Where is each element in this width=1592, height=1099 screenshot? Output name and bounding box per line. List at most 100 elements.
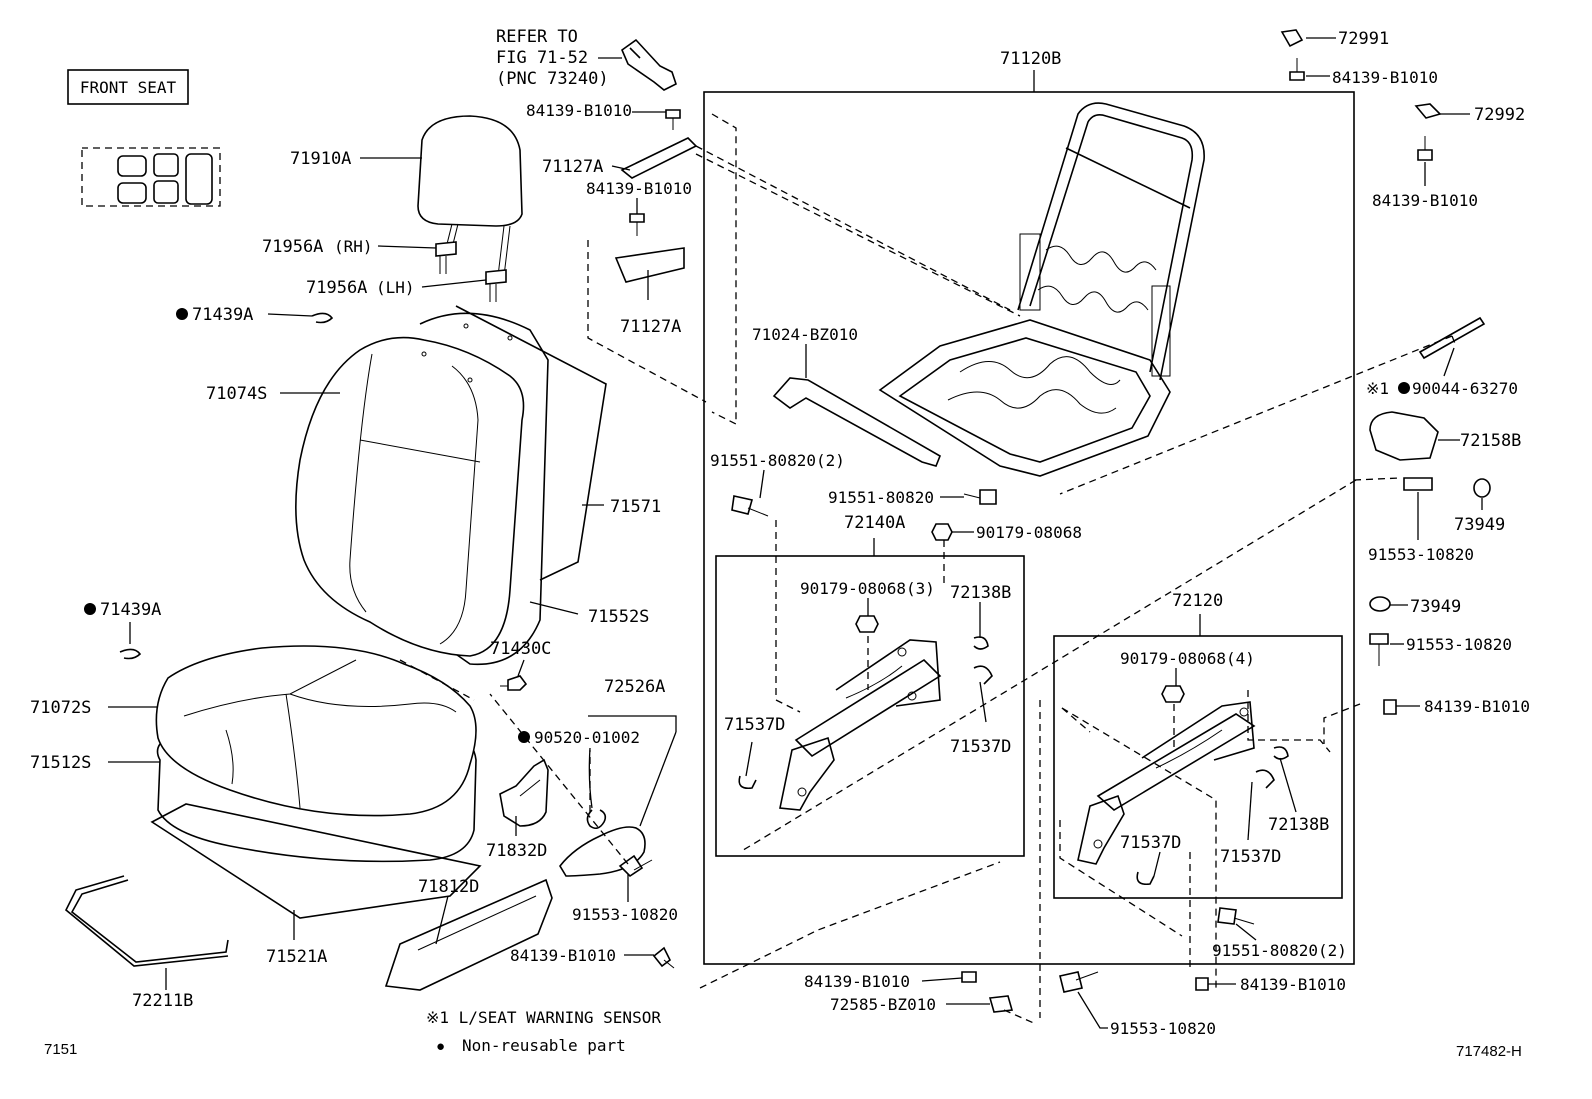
nonreusable-dot-1 <box>176 308 188 320</box>
assembly-dash-lines <box>399 113 1457 1025</box>
label-72991: 72991 <box>1338 29 1389 49</box>
shield-71812D-illustration <box>384 878 553 991</box>
bolt-91553-icon <box>618 854 653 878</box>
label-lh-suffix: (LH) <box>376 278 415 297</box>
hinge-cover-illustration <box>499 758 549 827</box>
clip-84139-top-icon <box>1289 58 1305 81</box>
label-71910A: 71910A <box>290 149 351 169</box>
part-labels: 71120B 72991 84139-B1010 72992 84139-B10… <box>30 29 1530 1038</box>
label-72158B: 72158B <box>1460 431 1521 451</box>
label-84139-g: 84139-B1010 <box>1240 975 1346 994</box>
bolt-91553-b-icon <box>1369 633 1389 666</box>
label-71537D-d: 71537D <box>1220 847 1281 867</box>
label-71127A-b: 71127A <box>620 317 681 337</box>
label-73949-b: 73949 <box>1410 597 1461 617</box>
bracket-71127A-upper-illustration <box>620 137 698 179</box>
bolt-91551-left-icon <box>731 495 769 517</box>
seat-back-sheet-illustration <box>455 305 607 581</box>
label-90044: 90044-63270 <box>1412 379 1518 398</box>
label-71537D-c: 71537D <box>1120 833 1181 853</box>
label-71120B: 71120B <box>1000 49 1061 69</box>
sensor-mark: ※1 <box>1366 379 1389 398</box>
leader-lines <box>108 37 1483 1029</box>
label-71552S: 71552S <box>588 607 649 627</box>
label-90179-c: 90179-08068(4) <box>1120 649 1255 668</box>
label-71430C: 71430C <box>490 639 551 659</box>
bracket-72585-icon <box>988 995 1014 1013</box>
label-71832D: 71832D <box>486 841 547 861</box>
cover-72158B-illustration <box>1369 411 1439 461</box>
cap-73949-b-icon <box>1369 596 1391 612</box>
legend-sensor-note: ※1 L/SEAT WARNING SENSOR <box>426 1008 661 1027</box>
clip-84139-mid-icon <box>629 213 645 236</box>
label-71439A-b: 71439A <box>100 600 161 620</box>
label-71956A-lh: 71956A <box>306 278 367 298</box>
label-72211B: 72211B <box>132 991 193 1011</box>
clip-71537D-b-icon <box>973 665 993 685</box>
cover-hook-icon <box>500 675 528 691</box>
adjuster-72120-illustration <box>1077 701 1256 865</box>
label-71537D-a: 71537D <box>724 715 785 735</box>
label-72526A: 72526A <box>604 677 665 697</box>
label-71024: 71024-BZ010 <box>752 325 858 344</box>
label-72992: 72992 <box>1474 105 1525 125</box>
label-73949-a: 73949 <box>1454 515 1505 535</box>
nut-90179-4-icon <box>1161 685 1185 703</box>
label-72120: 72120 <box>1172 591 1223 611</box>
bracket-71127A-lower-illustration <box>614 247 685 283</box>
seat-location-icon <box>81 147 221 207</box>
bolt-91553-right-icon <box>1403 477 1433 491</box>
legend-nonreusable-mark: ● <box>436 1038 445 1055</box>
hog-ring-icon <box>311 312 334 324</box>
label-90179-a: 90179-08068 <box>976 523 1082 542</box>
label-84139-d: 84139-B1010 <box>586 179 692 198</box>
headrest-support-rh-icon <box>435 241 457 274</box>
nonreusable-dot-4 <box>518 731 530 743</box>
nut-90179-3-icon <box>855 615 879 633</box>
headrest-illustration <box>417 115 523 277</box>
svg-text:FIG 71-52: FIG 71-52 <box>496 48 588 68</box>
nut-90179-icon <box>931 523 953 541</box>
bolt-91553-bottom-icon <box>1059 971 1099 993</box>
spring-72138B-b-icon <box>1273 746 1289 760</box>
clip-72992-icon <box>1414 103 1442 119</box>
svg-text:(PNC 73240): (PNC 73240) <box>496 69 609 89</box>
clip-71537D-d-icon <box>1136 871 1155 886</box>
label-71512S: 71512S <box>30 753 91 773</box>
label-84139-f: 84139-B1010 <box>510 946 616 965</box>
label-84139-e: 84139-B1010 <box>1424 697 1530 716</box>
label-71571: 71571 <box>610 497 661 517</box>
drawing-id: 717482-H <box>1456 1043 1522 1060</box>
seat-wire-illustration <box>64 875 229 967</box>
legend-nonreusable-text: Non-reusable part <box>462 1036 626 1055</box>
label-91553-b: 91553-10820 <box>1406 635 1512 654</box>
clip-84139-bottom-icon <box>652 946 675 969</box>
label-72138B-a: 72138B <box>950 583 1011 603</box>
spring-72138B-icon <box>973 636 989 650</box>
bolt-91551-bottom-icon <box>1217 907 1255 925</box>
nonreusable-dot-2 <box>1398 382 1410 394</box>
refer-note: REFER TO FIG 71-52 (PNC 73240) <box>496 27 622 89</box>
hog-ring-icon-2 <box>119 648 142 660</box>
label-91553-a: 91553-10820 <box>1368 545 1474 564</box>
seatbelt-buckle-icon <box>621 38 677 91</box>
headrest-support-lh-icon <box>485 269 507 302</box>
frame-71120B-box <box>703 91 1355 965</box>
clip-71537D-c-icon <box>1255 769 1275 789</box>
label-72585: 72585-BZ010 <box>830 995 936 1014</box>
front-seat-label: FRONT SEAT <box>80 78 177 97</box>
label-91553-d: 91553-10820 <box>1110 1019 1216 1038</box>
label-72140A: 72140A <box>844 513 905 533</box>
cap-73949-icon <box>1473 478 1491 498</box>
clip-84139-side-icon <box>1383 699 1397 715</box>
clip-72991-icon <box>1280 29 1304 48</box>
seat-cushion-cover-illustration <box>155 645 477 817</box>
label-71521A: 71521A <box>266 947 327 967</box>
adjuster-72120-box <box>1053 635 1343 899</box>
label-71074S: 71074S <box>206 384 267 404</box>
label-90179-b: 90179-08068(3) <box>800 579 935 598</box>
label-91553-c: 91553-10820 <box>572 905 678 924</box>
clip-90520-icon <box>586 809 607 830</box>
label-91551-c: 91551-80820(2) <box>1212 941 1347 960</box>
